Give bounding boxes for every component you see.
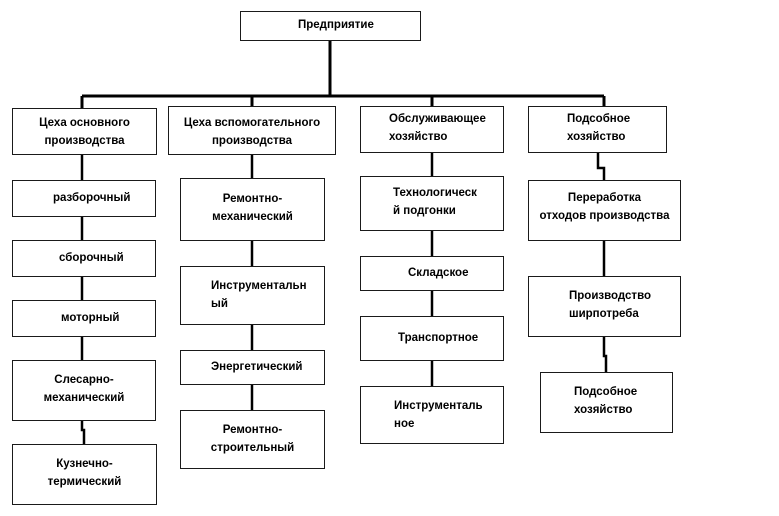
col2-box-2: Инструментальн ый — [180, 266, 325, 325]
col2-label-4: Ремонтно- строительный — [210, 424, 295, 454]
col4-link-1 — [596, 152, 606, 180]
header-label-2: Цеха вспомогательного производства — [183, 117, 321, 147]
col1-label-3: моторный — [61, 312, 120, 324]
col2-box-3: Энергетический — [180, 350, 325, 385]
col4-label-1: Переработка отходов производства — [539, 192, 670, 222]
col2-label-2: Инструментальн ый — [211, 280, 307, 310]
col3-box-2: Складское — [360, 256, 504, 291]
col3-box-3: Транспортное — [360, 316, 504, 361]
header-box-4: Подсобное хозяйство — [528, 106, 667, 153]
col1-box-4: Слесарно- механический — [12, 360, 156, 421]
col4-box-2: Производство ширпотреба — [528, 276, 681, 337]
col1-label-4: Слесарно- механический — [43, 374, 125, 404]
col4-box-3: Подсобное хозяйство — [540, 372, 673, 433]
col2-box-1: Ремонтно- механический — [180, 178, 325, 241]
col1-box-3: моторный — [12, 300, 156, 337]
col1-link-5 — [80, 420, 86, 444]
root-box: Предприятие — [240, 11, 421, 41]
col2-box-4: Ремонтно- строительный — [180, 410, 325, 469]
col1-box-1: разборочный — [12, 180, 156, 217]
col3-label-2: Складское — [408, 267, 469, 279]
header-label-3: Обслуживающее хозяйство — [389, 113, 486, 143]
col3-label-1: Технологическ й подгонки — [393, 187, 477, 217]
root-label: Предприятие — [298, 19, 374, 31]
col3-box-4: Инструменталь ное — [360, 386, 504, 444]
header-box-3: Обслуживающее хозяйство — [360, 106, 504, 153]
col4-label-2: Производство ширпотреба — [569, 290, 652, 320]
header-box-1: Цеха основного производства — [12, 108, 157, 155]
col4-label-3: Подсобное хозяйство — [574, 386, 638, 416]
col4-box-1: Переработка отходов производства — [528, 180, 681, 241]
header-box-2: Цеха вспомогательного производства — [168, 106, 336, 155]
col1-label-2: сборочный — [59, 252, 124, 264]
col1-box-5: Кузнечно- термический — [12, 444, 157, 505]
col1-label-5: Кузнечно- термический — [47, 458, 122, 488]
header-label-1: Цеха основного производства — [39, 117, 130, 147]
col2-label-1: Ремонтно- механический — [212, 193, 293, 223]
header-label-4: Подсобное хозяйство — [567, 113, 631, 143]
col3-label-4: Инструменталь ное — [394, 400, 483, 430]
col4-link-3 — [602, 336, 608, 372]
col3-label-3: Транспортное — [398, 332, 479, 344]
col1-box-2: сборочный — [12, 240, 156, 277]
col3-box-1: Технологическ й подгонки — [360, 176, 504, 231]
col1-label-1: разборочный — [53, 192, 131, 204]
col2-label-3: Энергетический — [211, 361, 303, 373]
